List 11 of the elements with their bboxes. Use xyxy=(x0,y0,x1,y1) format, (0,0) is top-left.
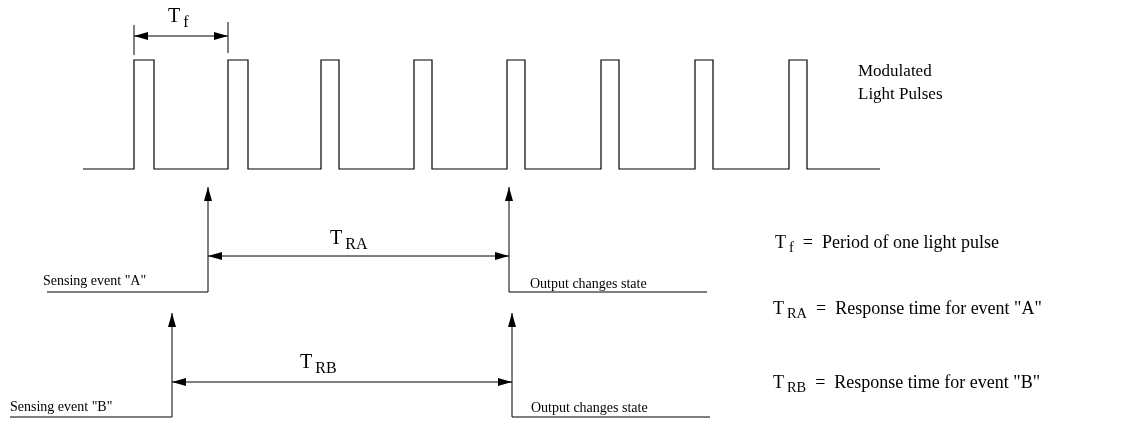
event-label: Output changes state xyxy=(531,400,648,417)
event-label: Sensing event "A" xyxy=(43,273,147,290)
dimension-label: T$_{f}$ xyxy=(168,4,189,32)
definition-text: T$_{f}$ = Period of one light pulse xyxy=(775,232,999,256)
definition-text: T$_{RA}$ = Response time for event "A" xyxy=(773,298,1042,322)
event-label: Output changes state xyxy=(530,276,647,293)
signal-label: Modulated Light Pulses xyxy=(858,60,944,105)
dimension-label: T$_{RB}$ xyxy=(300,350,337,378)
dimension-label: T$_{RA}$ xyxy=(330,226,368,254)
definition-text: T$_{RB}$ = Response time for event "B" xyxy=(773,372,1040,396)
event-label: Sensing event "B" xyxy=(10,399,113,416)
